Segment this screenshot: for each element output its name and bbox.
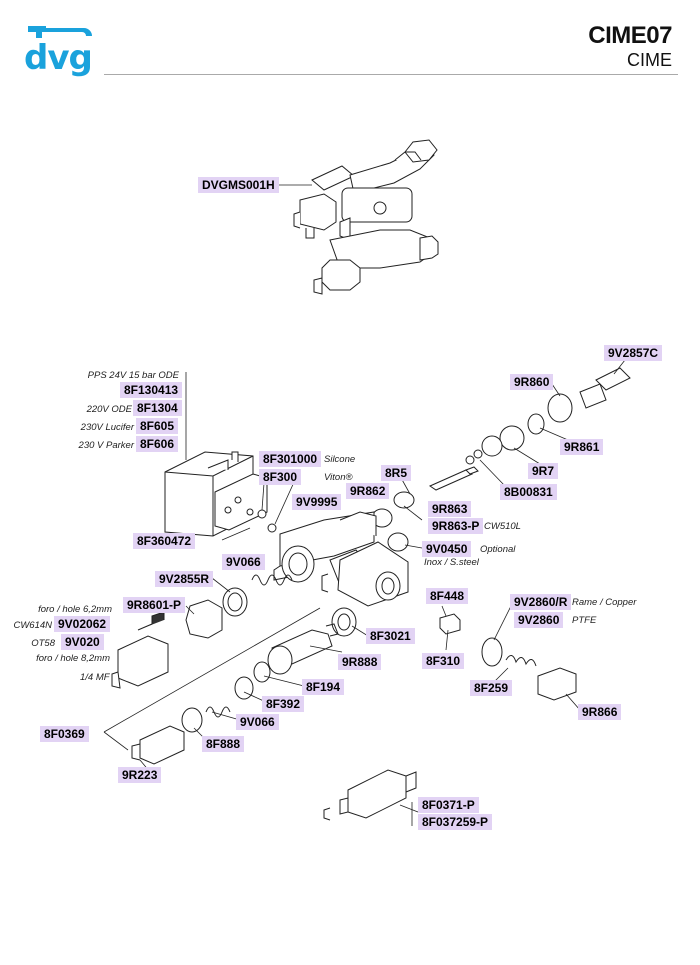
part-label-9r223[interactable]: 9R223 bbox=[118, 767, 162, 783]
part-label-8f606[interactable]: 8F606 bbox=[136, 436, 179, 452]
part-label-9v02062[interactable]: 9V02062 bbox=[54, 616, 111, 632]
page-subtitle: CIME bbox=[627, 50, 672, 70]
note-optional: Optional bbox=[480, 544, 516, 555]
connector-9v2857c bbox=[595, 367, 631, 391]
part-label-9r861[interactable]: 9R861 bbox=[560, 439, 604, 455]
note-220v-ode: 220V ODE bbox=[86, 404, 132, 415]
part-label-9r860[interactable]: 9R860 bbox=[510, 374, 554, 390]
part-label-9r862[interactable]: 9R862 bbox=[346, 483, 390, 499]
spring-8f259 bbox=[505, 655, 537, 667]
part-label-9r866[interactable]: 9R866 bbox=[578, 704, 622, 720]
note-ot58: OT58 bbox=[31, 638, 55, 649]
part-label-9v2857c[interactable]: 9V2857C bbox=[604, 345, 663, 361]
page-title: CIME07 bbox=[588, 22, 672, 49]
o-ring-8f300 bbox=[267, 523, 277, 533]
note-230v-lucifer: 230V Lucifer bbox=[80, 422, 134, 433]
assembly-dvgms001h-drawing bbox=[293, 139, 439, 295]
note-foro-82: foro / hole 8,2mm bbox=[36, 653, 110, 664]
note-silicone: Silcone bbox=[324, 454, 356, 465]
part-label-8f037259p[interactable]: 8F037259-P bbox=[418, 814, 493, 830]
part-8f448 bbox=[439, 613, 461, 635]
washer-8f3021 bbox=[331, 607, 357, 637]
part-label-9v0450[interactable]: 9V0450 bbox=[422, 541, 472, 557]
note-pps: PPS 24V 15 bar ODE bbox=[87, 370, 179, 381]
part-label-9v9995[interactable]: 9V9995 bbox=[292, 494, 342, 510]
bottom-fitting-drawing bbox=[323, 769, 417, 821]
part-label-8f360472[interactable]: 8F360472 bbox=[133, 533, 196, 549]
nut-8b00831 bbox=[481, 435, 503, 457]
note-230v-parker: 230 V Parker bbox=[78, 440, 134, 451]
part-label-8f259[interactable]: 8F259 bbox=[470, 680, 513, 696]
dvg-logo bbox=[22, 22, 94, 84]
part-label-8f0371p[interactable]: 8F0371-P bbox=[418, 797, 479, 813]
nut-9r860 bbox=[547, 393, 573, 423]
part-label-9v2860[interactable]: 9V2860 bbox=[514, 612, 564, 628]
part-label-dvgms001h[interactable]: DVGMS001H bbox=[198, 177, 279, 193]
header-divider bbox=[104, 74, 678, 75]
tee-body-drawing bbox=[321, 541, 409, 607]
part-label-9v020[interactable]: 9V020 bbox=[61, 634, 104, 650]
faucet-icon bbox=[28, 26, 92, 38]
part-label-9r888[interactable]: 9R888 bbox=[338, 654, 382, 670]
ball-valve-drawing bbox=[111, 611, 169, 689]
part-label-9v066-lower[interactable]: 9V066 bbox=[236, 714, 279, 730]
logo-text: dvg bbox=[24, 38, 93, 78]
note-viton: Viton® bbox=[324, 472, 353, 483]
part-8f392 bbox=[234, 676, 254, 700]
part-label-8f300[interactable]: 8F300 bbox=[259, 469, 302, 485]
leader-lines bbox=[103, 184, 626, 826]
part-label-9v2860r[interactable]: 9V2860/R bbox=[510, 594, 572, 610]
part-label-9r863p[interactable]: 9R863-P bbox=[428, 518, 484, 534]
part-8f194 bbox=[253, 661, 271, 683]
part-9r861 bbox=[527, 413, 545, 435]
part-label-8f888[interactable]: 8F888 bbox=[202, 736, 245, 752]
part-label-8f392[interactable]: 8F392 bbox=[262, 696, 305, 712]
note-ptfe: PTFE bbox=[572, 615, 597, 626]
part-label-9r8601p[interactable]: 9R8601-P bbox=[123, 597, 186, 613]
part-label-9v066-upper[interactable]: 9V066 bbox=[222, 554, 265, 570]
part-label-8f448[interactable]: 8F448 bbox=[426, 588, 469, 604]
fitting-9r866 bbox=[537, 667, 577, 701]
note-copper: Rame / Copper bbox=[572, 597, 637, 608]
nut-9r7 bbox=[499, 425, 525, 451]
spring-9v066-lower bbox=[205, 706, 231, 718]
nozzle-9r223 bbox=[139, 725, 185, 765]
stem-parts-drawing bbox=[371, 466, 479, 552]
washer-9v2860 bbox=[481, 637, 503, 667]
part-label-9r7[interactable]: 9R7 bbox=[528, 463, 559, 479]
part-label-8f1304[interactable]: 8F1304 bbox=[133, 400, 182, 416]
o-ring-8f301000 bbox=[257, 509, 267, 519]
part-label-8f0369[interactable]: 8F0369 bbox=[40, 726, 89, 742]
note-foro-62: foro / hole 6,2mm bbox=[38, 604, 112, 615]
part-label-9r863[interactable]: 9R863 bbox=[428, 501, 472, 517]
part-8f888 bbox=[181, 707, 203, 733]
part-label-8f194[interactable]: 8F194 bbox=[302, 679, 345, 695]
solenoid-coil-drawing bbox=[164, 451, 268, 537]
part-label-8f605[interactable]: 8F605 bbox=[136, 418, 179, 434]
part-label-8f310[interactable]: 8F310 bbox=[422, 653, 465, 669]
part-label-8b00831[interactable]: 8B00831 bbox=[500, 484, 557, 500]
part-label-8f3021[interactable]: 8F3021 bbox=[366, 628, 415, 644]
note-mf14: 1/4 MF bbox=[80, 672, 110, 683]
part-label-9v2855r[interactable]: 9V2855R bbox=[155, 571, 214, 587]
part-label-8f301000[interactable]: 8F301000 bbox=[259, 451, 322, 467]
spring-9v066-drawing bbox=[222, 574, 293, 617]
note-cw510l: CW510L bbox=[484, 521, 521, 532]
part-label-8f130413[interactable]: 8F130413 bbox=[120, 382, 183, 398]
nipple-9r8601p bbox=[185, 599, 223, 639]
note-cw614n: CW614N bbox=[13, 620, 52, 631]
note-inox: Inox / S.steel bbox=[424, 557, 479, 568]
part-label-8r5[interactable]: 8R5 bbox=[381, 465, 412, 481]
